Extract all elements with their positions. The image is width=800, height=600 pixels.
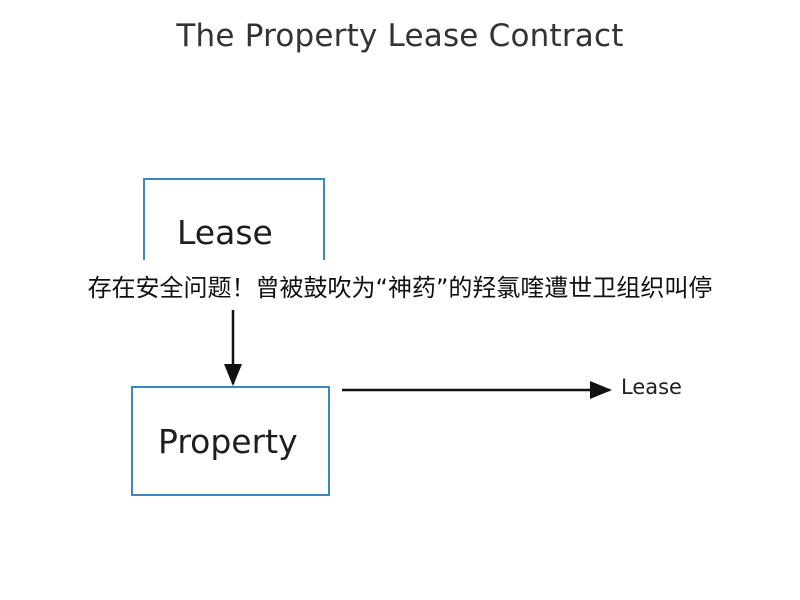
diagram-title: The Property Lease Contract bbox=[176, 18, 624, 54]
overlay-banner-text: 存在安全问题！曾被鼓吹为“神药”的羟氯喹遭世卫组织叫停 bbox=[0, 260, 800, 310]
edge-target-label: Lease bbox=[621, 375, 682, 399]
node-property-label: Property bbox=[158, 421, 298, 461]
node-property: Property bbox=[131, 386, 330, 496]
node-lease-label: Lease bbox=[177, 212, 273, 252]
